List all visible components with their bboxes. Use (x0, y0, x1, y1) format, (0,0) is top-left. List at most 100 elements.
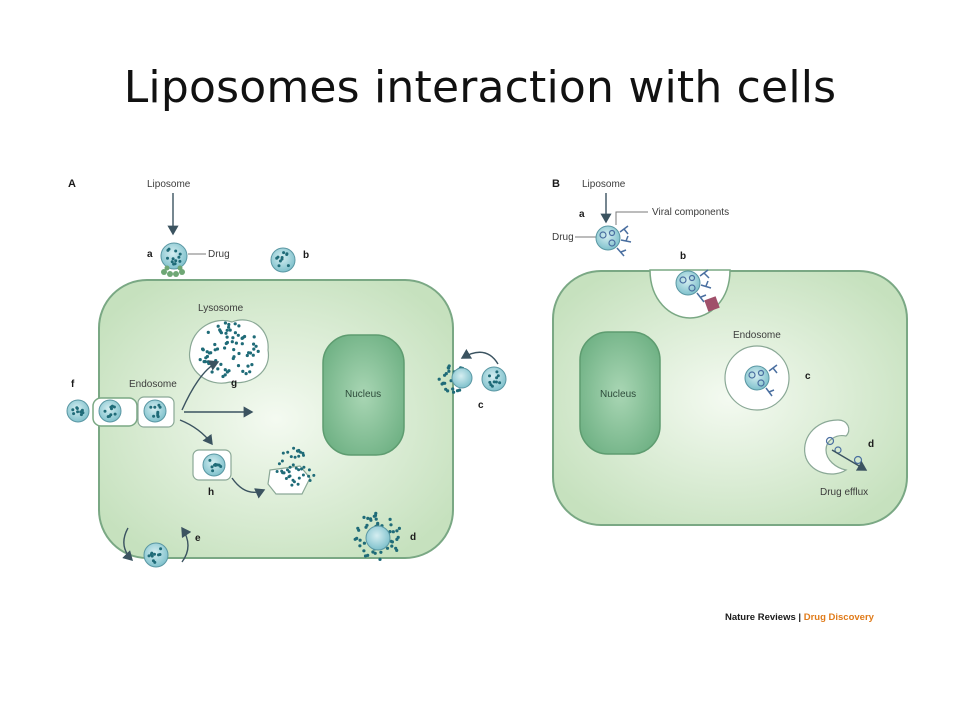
drug-dot (292, 480, 296, 484)
drug-dot (216, 367, 220, 371)
drug-dot (301, 473, 305, 477)
drug-dot (301, 451, 305, 455)
arrow-c (460, 348, 499, 365)
drug-dots-f2 (103, 404, 117, 419)
drug-dot (489, 383, 493, 387)
drug-dot (228, 328, 232, 332)
drug-dot (288, 474, 292, 478)
drug-dot (211, 469, 215, 473)
drug-dot (385, 546, 390, 550)
drug-dot (447, 369, 451, 373)
drug-dot (452, 390, 456, 394)
drug-dot (147, 554, 151, 558)
lysosome-drug-dots (198, 321, 260, 379)
drug-dot (232, 348, 236, 352)
step-c-label: c (478, 400, 484, 411)
drug-dot (366, 516, 370, 521)
viral-spikes-c (765, 364, 778, 397)
liposome-label-b: Liposome (582, 179, 626, 190)
drug-dot (153, 552, 156, 556)
nucleus-label-b: Nucleus (600, 389, 636, 400)
drug-dot (214, 359, 218, 363)
drug-dot (245, 353, 249, 358)
drug-dot (159, 547, 163, 551)
drug-dot (293, 455, 297, 459)
liposome-e (143, 542, 169, 568)
liposome-h (202, 453, 226, 477)
drug-dot (440, 382, 444, 386)
drug-dot (495, 370, 499, 374)
drug-dot (219, 465, 223, 468)
drug-dot (307, 474, 311, 478)
drug-dot (201, 348, 205, 352)
drug-dot (282, 471, 286, 475)
drug-dot (275, 470, 279, 473)
drug-dot (227, 325, 231, 329)
drug-dot (447, 366, 451, 370)
drug-dot (207, 361, 211, 366)
drug-dot (244, 372, 248, 376)
drug-dot (292, 446, 296, 450)
drug-dot (206, 330, 210, 334)
drug-dot (284, 477, 288, 480)
drug-dot (357, 528, 361, 532)
drug-dot (223, 346, 227, 350)
drug-dots-c2 (488, 370, 502, 388)
drug-dot (252, 335, 256, 339)
step-a-label: a (147, 249, 153, 260)
drug-dot (286, 264, 290, 268)
drug-dot (496, 374, 500, 378)
drug-dot (256, 349, 260, 353)
drug-dot (379, 550, 383, 554)
drug-dot (251, 353, 255, 357)
step-h-label: h (208, 487, 214, 498)
drug-dot (366, 553, 370, 558)
drug-dot (252, 347, 256, 351)
drug-dot (213, 342, 217, 347)
drug-dot (395, 537, 399, 542)
drug-dot (297, 468, 301, 472)
liposome-f1 (66, 399, 90, 423)
drug-dot (378, 557, 382, 562)
drug-dot (236, 364, 241, 368)
drug-efflux-label: Drug efflux (820, 487, 868, 498)
drug-dot (205, 354, 209, 359)
drug-dot (286, 468, 289, 472)
receptor-cluster-a (161, 265, 185, 277)
step-d-label-b: d (868, 439, 874, 450)
drug-dot (198, 358, 202, 362)
drug-dot (233, 322, 237, 326)
drug-dot (216, 324, 220, 328)
drug-dots-b (275, 251, 290, 268)
drug-dot (373, 551, 377, 555)
drug-dot (376, 521, 380, 525)
efflux-drug-1 (825, 436, 835, 446)
panel-b: B Liposome a Drug Viral components b (552, 178, 908, 526)
drug-dot (233, 331, 237, 335)
drug-dot (151, 559, 155, 563)
drug-dot (236, 333, 240, 337)
drug-dot (219, 362, 223, 366)
drug-dot (395, 548, 399, 553)
drug-dot (358, 544, 362, 548)
step-d-label: d (410, 532, 416, 543)
drug-dot (246, 364, 250, 368)
virosome-c (744, 364, 778, 397)
drug-dot (237, 324, 241, 328)
drug-label-b: Drug (552, 232, 574, 243)
drug-dot (495, 376, 499, 380)
drug-dots-e (147, 547, 163, 564)
drug-dot (362, 541, 366, 545)
drug-dot (223, 321, 227, 325)
drug-dot (208, 458, 212, 462)
receptor-b (704, 296, 720, 312)
liposome-c-fused (451, 367, 473, 389)
credit-journal: Nature Reviews (725, 612, 796, 623)
drug-dot (390, 540, 394, 544)
drug-dot (488, 374, 491, 378)
drug-dot (458, 388, 462, 392)
drug-dot (174, 259, 178, 263)
drug-dot (291, 463, 295, 467)
drug-dot (280, 256, 284, 259)
